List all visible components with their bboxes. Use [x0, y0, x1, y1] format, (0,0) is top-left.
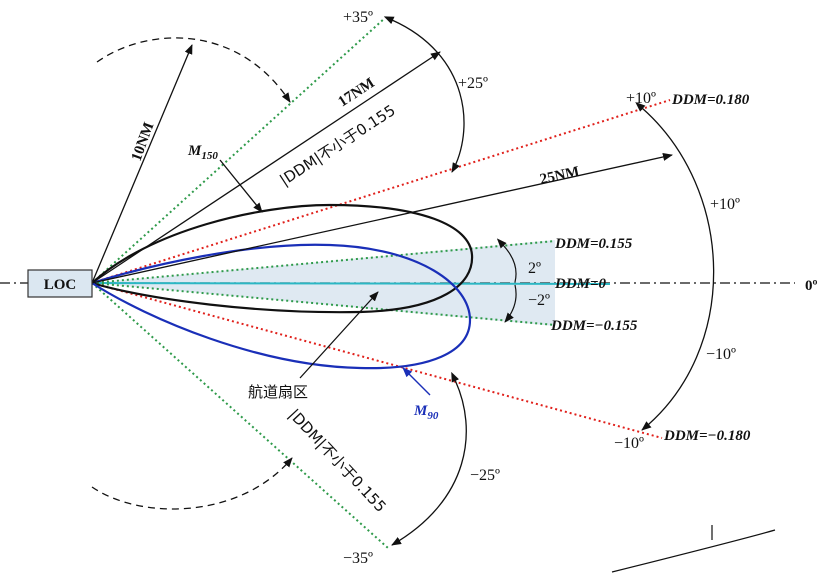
m150-lobe	[89, 203, 474, 314]
label-minus10-outer: −10º	[706, 346, 736, 363]
arc-plus2	[496, 238, 517, 283]
label-m150: M150	[187, 143, 218, 162]
arc-10nm-upper	[96, 37, 291, 103]
loc-label: LOC	[44, 277, 77, 293]
label-ddm-plus155: DDM=0.155	[554, 236, 633, 252]
corner-stroke	[611, 529, 776, 573]
d17-arrow	[91, 51, 441, 284]
d25-arrow	[91, 153, 673, 284]
label-d17: 17NM	[335, 75, 377, 110]
label-d25: 25NM	[539, 164, 581, 188]
label-ddm-notless-lower: |DDM|不小于0.155	[285, 405, 390, 515]
label-m90: M90	[413, 403, 439, 422]
arc-plus-minus10	[635, 102, 715, 431]
arc-10nm-lower	[91, 457, 293, 510]
plus35-line	[91, 17, 386, 284]
label-ddm-minus155: DDM=−0.155	[550, 318, 638, 334]
label-plus25: +25º	[458, 75, 488, 92]
label-ddm-zero: DDM=0	[554, 276, 607, 292]
label-plus35: +35º	[343, 9, 373, 26]
minus10-line	[91, 282, 663, 439]
label-plus2: 2º	[528, 260, 541, 277]
label-plus10-tip: +10º	[626, 90, 656, 107]
label-plus10-outer: +10º	[710, 196, 740, 213]
minus35-line	[91, 282, 389, 549]
course-line	[91, 282, 611, 285]
arc-plus25	[383, 16, 465, 173]
arc-minus25	[391, 371, 467, 546]
label-ddm-plus180: DDM=0.180	[671, 92, 750, 108]
label-minus35: −35º	[343, 550, 373, 567]
label-minus10-tip: −10º	[614, 435, 644, 452]
loc-box	[27, 269, 93, 298]
d10-arrow	[91, 44, 193, 284]
label-ddm-minus180: DDM=−0.180	[663, 428, 751, 444]
plus10-line	[91, 99, 671, 284]
m150-pointer	[219, 159, 263, 213]
label-d10: 10NM	[129, 120, 158, 163]
sector-pointer	[299, 291, 379, 379]
arc-minus2	[504, 284, 517, 323]
label-minus2: −2º	[528, 292, 550, 309]
m90-pointer	[402, 367, 431, 396]
label-zero: 0º	[805, 278, 818, 294]
label-course-sector: 航道扇区	[248, 383, 308, 401]
label-ddm-notless-upper: |DDM|不小于0.155	[276, 101, 398, 189]
label-minus25: −25º	[470, 467, 500, 484]
